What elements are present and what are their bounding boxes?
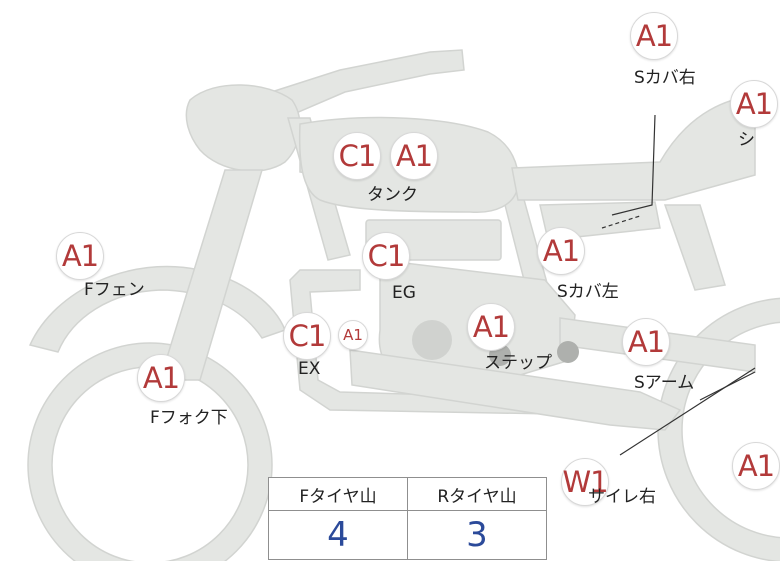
badge-code: A1	[142, 361, 180, 395]
damage-badge-seat: A1	[730, 80, 778, 128]
damage-badge-ex-c1: C1	[283, 312, 331, 360]
badge-code: C1	[338, 139, 377, 173]
label-sc-right: Sカバ右	[634, 68, 696, 88]
badge-code: A1	[737, 449, 775, 483]
seat	[511, 95, 756, 201]
engine-cover-circle	[412, 320, 452, 360]
label-tank: タンク	[367, 185, 418, 205]
tire-table-header-row: Fタイヤ山 Rタイヤ山	[268, 477, 547, 511]
value-front-tire: 4	[268, 510, 408, 560]
label-sarm: Sアーム	[634, 373, 695, 393]
label-sc-left: Sカバ左	[557, 282, 619, 302]
front-fork	[158, 169, 264, 381]
label-ffender: Fフェン	[84, 280, 145, 300]
front-wheel	[27, 342, 273, 561]
damage-badge-tank-a1: A1	[390, 132, 438, 180]
damage-badge-sarm: A1	[622, 318, 670, 366]
label-ffork: Fフォク下	[150, 408, 228, 428]
damage-badge-sile-right: W1	[561, 458, 609, 506]
badge-code: A1	[61, 239, 99, 273]
damage-badge-step: A1	[467, 303, 515, 351]
damage-badge-eg: C1	[362, 232, 410, 280]
label-step: ステップ	[484, 353, 552, 373]
damage-badge-ex-a1: A1	[338, 320, 368, 350]
leader-line-sc-right	[611, 114, 656, 216]
value-rear-tire: 3	[407, 510, 547, 560]
damage-badge-rwheel: A1	[732, 442, 780, 490]
label-seat: シ	[738, 130, 755, 150]
header-rear-tire: Rタイヤ山	[407, 477, 547, 511]
badge-code: A1	[627, 325, 665, 359]
rear-shock	[663, 204, 726, 291]
tire-tread-table: Fタイヤ山 Rタイヤ山 4 3	[268, 477, 547, 560]
muffler	[349, 349, 682, 431]
leader-line-sile-right	[619, 367, 756, 456]
damage-badge-ffender: A1	[56, 232, 104, 280]
damage-badge-sc-right: A1	[630, 12, 678, 60]
badge-code: A1	[542, 234, 580, 268]
damage-badge-sc-left: A1	[537, 227, 585, 275]
motorcycle-silhouette	[27, 49, 780, 561]
badge-code: A1	[343, 326, 363, 344]
header-front-tire: Fタイヤ山	[268, 477, 408, 511]
rear-wheel	[657, 297, 780, 561]
damage-badge-ffork: A1	[137, 354, 185, 402]
badge-code: C1	[288, 319, 327, 353]
damage-badge-tank-c1: C1	[333, 132, 381, 180]
badge-code: W1	[562, 465, 608, 499]
motorcycle-damage-diagram: A1 A1 C1 A1 A1 C1 A1 C1 A1 A1 A1 A1 W1 A…	[27, 12, 780, 561]
headlight	[185, 84, 301, 172]
tire-table-value-row: 4 3	[268, 510, 547, 560]
badge-code: A1	[735, 87, 773, 121]
handlebar	[260, 49, 465, 121]
badge-code: A1	[472, 310, 510, 344]
front-fender	[28, 265, 286, 353]
label-ex: EX	[298, 359, 321, 379]
label-sile-right: サイレ右	[588, 487, 656, 507]
badge-code: A1	[395, 139, 433, 173]
leader-line-rear	[699, 371, 756, 401]
badge-code: A1	[635, 19, 673, 53]
badge-code: C1	[367, 239, 406, 273]
label-eg: EG	[392, 283, 416, 303]
step-peg-right	[557, 341, 579, 363]
